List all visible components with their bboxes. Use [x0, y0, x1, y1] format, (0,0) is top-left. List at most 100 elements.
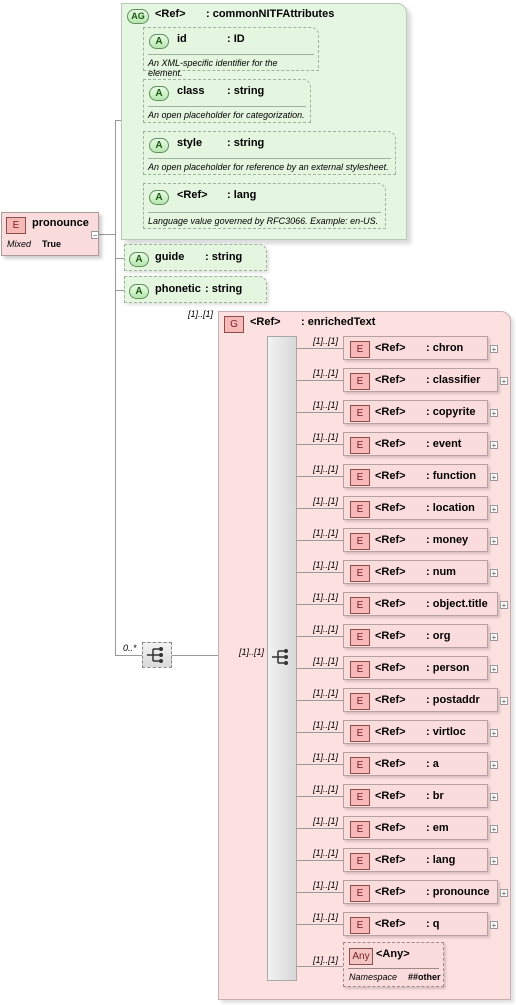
any-badge: Any [349, 948, 373, 965]
element-type: : money [426, 534, 469, 546]
expand-icon[interactable]: + [490, 505, 498, 514]
element-type: : virtloc [426, 726, 466, 738]
child-element[interactable]: E<Ref>: em+ [343, 816, 498, 840]
attribute-badge: A [129, 252, 149, 267]
element-connector [297, 540, 343, 541]
element-badge: E [350, 693, 370, 710]
child-element[interactable]: E<Ref>: org+ [343, 624, 498, 648]
attribute-id[interactable]: A id : ID An XML-specific identifier for… [143, 27, 319, 78]
element-type: : copyrite [426, 406, 476, 418]
child-element[interactable]: E<Ref>: pronounce+ [343, 880, 508, 904]
ag-connector [115, 120, 121, 121]
attribute-badge: A [149, 86, 169, 101]
attribute-badge: A [149, 190, 169, 205]
attribute-lang[interactable]: A <Ref> : lang Language value governed b… [143, 183, 386, 229]
element-ref: <Ref> [375, 694, 406, 706]
choice-compositor[interactable] [142, 642, 172, 668]
element-badge: E [350, 725, 370, 742]
expand-icon[interactable]: + [490, 345, 498, 354]
element-cardinality: [1]..[1] [313, 688, 339, 698]
expand-icon[interactable]: + [490, 569, 498, 578]
expand-icon[interactable]: + [490, 793, 498, 802]
attribute-badge: A [129, 284, 149, 299]
child-element[interactable]: E<Ref>: event+ [343, 432, 498, 456]
mixed-label: Mixed [7, 239, 32, 249]
expand-icon[interactable]: + [490, 761, 498, 770]
expand-icon[interactable]: + [490, 665, 498, 674]
attribute-name: class [177, 85, 205, 97]
any-name: <Any> [376, 948, 410, 960]
expand-icon[interactable]: + [500, 601, 508, 610]
element-connector [297, 508, 343, 509]
expand-icon[interactable]: + [490, 857, 498, 866]
element-cardinality: [1]..[1] [313, 720, 339, 730]
child-element[interactable]: E<Ref>: num+ [343, 560, 498, 584]
child-element[interactable]: E<Ref>: copyrite+ [343, 400, 498, 424]
child-element[interactable]: E<Ref>: postaddr+ [343, 688, 508, 712]
any-element[interactable]: Any <Any> Namespace ##other [343, 942, 444, 987]
element-ref: <Ref> [375, 790, 406, 802]
element-connector [297, 636, 343, 637]
collapse-icon[interactable]: − [91, 231, 99, 240]
element-connector [297, 572, 343, 573]
child-element[interactable]: E<Ref>: object.title+ [343, 592, 508, 616]
root-connector [99, 234, 115, 235]
attribute-phonetic[interactable]: A phonetic : string [124, 276, 267, 303]
expand-icon[interactable]: + [490, 729, 498, 738]
attribute-type: : ID [227, 33, 245, 45]
child-element[interactable]: E<Ref>: q+ [343, 912, 498, 936]
child-element[interactable]: E<Ref>: lang+ [343, 848, 498, 872]
expand-icon[interactable]: + [490, 441, 498, 450]
attribute-class[interactable]: A class : string An open placeholder for… [143, 79, 311, 123]
element-ref: <Ref> [375, 374, 406, 386]
attribute-doc: An XML-specific identifier for the eleme… [148, 54, 314, 78]
element-connector [297, 732, 343, 733]
element-badge: E [350, 405, 370, 422]
expand-icon[interactable]: + [490, 825, 498, 834]
element-cardinality: [1]..[1] [313, 368, 339, 378]
expand-icon[interactable]: + [490, 921, 498, 930]
element-badge: E [350, 597, 370, 614]
element-ref: <Ref> [375, 630, 406, 642]
expand-icon[interactable]: + [500, 377, 508, 386]
child-element[interactable]: E<Ref>: function+ [343, 464, 498, 488]
attribute-type: : string [205, 283, 243, 295]
attribute-doc: An open placeholder for categorization. [148, 106, 306, 120]
element-ref: <Ref> [375, 662, 406, 674]
sequence-cardinality: [1]..[1] [239, 647, 265, 657]
element-ref: <Ref> [375, 854, 406, 866]
element-type: : chron [426, 342, 464, 354]
child-element[interactable]: E<Ref>: br+ [343, 784, 498, 808]
expand-icon[interactable]: + [500, 697, 508, 706]
element-badge: E [350, 341, 370, 358]
root-element[interactable]: E pronounce Mixed True − [1, 212, 99, 256]
attribute-group-badge: AG [127, 9, 149, 24]
expand-icon[interactable]: + [490, 633, 498, 642]
child-element[interactable]: E<Ref>: chron+ [343, 336, 498, 360]
expand-icon[interactable]: + [490, 409, 498, 418]
attribute-guide[interactable]: A guide : string [124, 244, 267, 271]
element-ref: <Ref> [375, 438, 406, 450]
phonetic-connector [115, 290, 124, 291]
element-badge: E [350, 757, 370, 774]
child-element[interactable]: E<Ref>: location+ [343, 496, 498, 520]
child-element[interactable]: E<Ref>: classifier+ [343, 368, 508, 392]
element-badge: E [350, 789, 370, 806]
group-cardinality: [1]..[1] [188, 309, 214, 319]
attribute-group[interactable]: AG <Ref> : commonNITFAttributes A id : I… [121, 3, 407, 240]
guide-connector [115, 258, 124, 259]
attribute-style[interactable]: A style : string An open placeholder for… [143, 131, 396, 175]
child-element[interactable]: E<Ref>: money+ [343, 528, 498, 552]
child-element[interactable]: E<Ref>: person+ [343, 656, 498, 680]
child-element[interactable]: E<Ref>: virtloc+ [343, 720, 498, 744]
element-ref: <Ref> [375, 598, 406, 610]
expand-icon[interactable]: + [490, 473, 498, 482]
child-element[interactable]: E<Ref>: a+ [343, 752, 498, 776]
trunk-line [115, 120, 116, 655]
expand-icon[interactable]: + [500, 889, 508, 898]
element-type: : pronounce [426, 886, 490, 898]
element-type: : q [426, 918, 440, 930]
root-element-name: pronounce [32, 217, 89, 229]
sequence-compositor[interactable] [267, 336, 297, 981]
expand-icon[interactable]: + [490, 537, 498, 546]
